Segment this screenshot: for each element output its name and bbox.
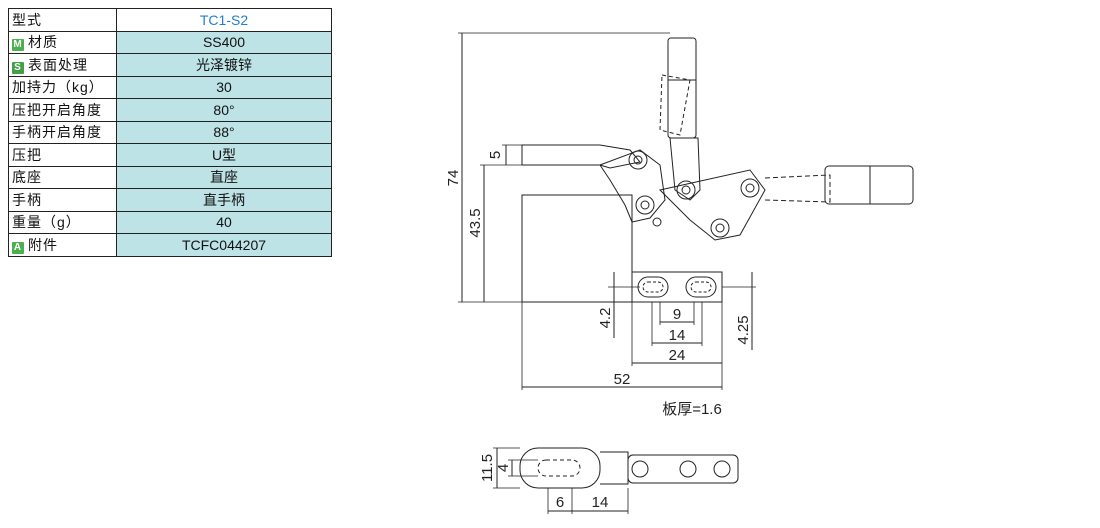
dim-4-2-label: 4.2: [597, 308, 614, 329]
spec-value: U型: [116, 143, 332, 167]
clamp-body: [599, 149, 666, 223]
spec-label-cell: M 材质: [8, 30, 117, 54]
spec-row: 手柄 直手柄: [8, 188, 332, 212]
spec-value: 直手柄: [116, 188, 332, 212]
dim-4-25-label: 4.25: [735, 315, 752, 344]
dim-5-label: 5: [487, 151, 504, 159]
spec-label: 附件: [28, 236, 58, 253]
dim-43-5-label: 43.5: [467, 208, 484, 237]
spec-row: 压把开启角度 80°: [8, 98, 332, 122]
spec-value: 光泽镀锌: [116, 53, 332, 77]
spec-value-model: TC1-S2: [116, 8, 332, 32]
dim-9-label: 9: [673, 306, 681, 323]
spec-row: 重量（g） 40: [8, 210, 332, 234]
dim-4-label: 4: [495, 464, 512, 472]
spec-row-surface: S 表面处理 光泽镀锌: [8, 53, 332, 77]
pivot-3-inner: [745, 183, 755, 193]
spec-value: 88°: [116, 120, 332, 144]
accessory-badge-icon: A: [12, 241, 24, 254]
spec-row-accessory: A 附件 TCFC044207: [8, 233, 332, 257]
spec-value: 直座: [116, 165, 332, 189]
spec-label: 压把开启角度: [8, 98, 117, 122]
spec-row: 手柄开启角度 88°: [8, 120, 332, 144]
clamp-arm: [521, 144, 641, 169]
dim-11-5-label: 11.5: [479, 454, 496, 482]
dim-14b-label: 14: [592, 494, 609, 511]
pivot-2-inner: [681, 185, 691, 195]
bottom-view-slot: [537, 459, 581, 477]
spec-label: 手柄开启角度: [8, 120, 117, 144]
spec-label: 加持力（kg）: [8, 75, 117, 99]
spec-row-material: M 材质 SS400: [8, 30, 332, 54]
pivot-6: [652, 217, 662, 227]
spec-label: 型式: [8, 8, 117, 32]
spec-row: 加持力（kg） 30: [8, 75, 332, 99]
spec-table: 型式 TC1-S2 M 材质 SS400 S 表面处理 光泽镀锌 加持力（kg） 3…: [8, 8, 332, 257]
bottom-pivot-1: [631, 460, 649, 478]
bottom-view-body: [519, 447, 601, 489]
pivot-2: [676, 180, 696, 200]
dim-24-label: 24: [669, 347, 686, 364]
bottom-view-neck: [600, 451, 629, 485]
pivot-4-inner: [640, 200, 650, 210]
spec-row: 底座 直座: [8, 165, 332, 189]
material-badge-icon: M: [12, 39, 24, 52]
slot-right: [685, 276, 717, 298]
horizontal-handle-grip: [824, 165, 914, 205]
spec-value: 30: [116, 75, 332, 99]
bottom-pivot-3: [713, 460, 731, 478]
handle-link: [669, 137, 701, 201]
pivot-3: [740, 178, 760, 198]
spec-label-cell: A 附件: [8, 233, 117, 257]
spec-value: TCFC044207: [116, 233, 332, 257]
spec-row-model: 型式 TC1-S2: [8, 8, 332, 32]
pivot-1-inner: [633, 155, 643, 165]
pivot-4: [635, 195, 655, 215]
dim-52-label: 52: [614, 371, 631, 388]
thickness-note: 板厚=1.6: [662, 400, 722, 418]
link-arm: [659, 169, 766, 241]
slot-right-inner: [690, 281, 712, 293]
dim-14-label: 14: [669, 327, 686, 344]
spec-label: 表面处理: [28, 56, 88, 73]
handle-ghost: [659, 74, 691, 136]
spec-value: 40: [116, 210, 332, 234]
mounting-foot: [631, 271, 723, 303]
dim-6-label: 6: [556, 494, 564, 511]
pivot-5-inner: [715, 223, 725, 233]
surface-badge-icon: S: [12, 61, 24, 74]
dim-74-label: 74: [445, 170, 462, 187]
spec-label: 手柄: [8, 188, 117, 212]
spec-label-cell: S 表面处理: [8, 53, 117, 77]
base-plate: [521, 194, 633, 303]
slot-left-inner: [642, 281, 664, 293]
spec-label: 压把: [8, 143, 117, 167]
spec-row: 压把 U型: [8, 143, 332, 167]
spec-label: 材质: [28, 34, 58, 51]
spec-value: SS400: [116, 30, 332, 54]
bottom-view-link: [627, 454, 739, 484]
horizontal-handle-shaft: [764, 174, 831, 203]
spec-value: 80°: [116, 98, 332, 122]
spec-label: 重量（g）: [8, 210, 117, 234]
bottom-pivot-2: [679, 460, 697, 478]
pivot-5: [710, 218, 730, 238]
pivot-1: [628, 150, 648, 170]
